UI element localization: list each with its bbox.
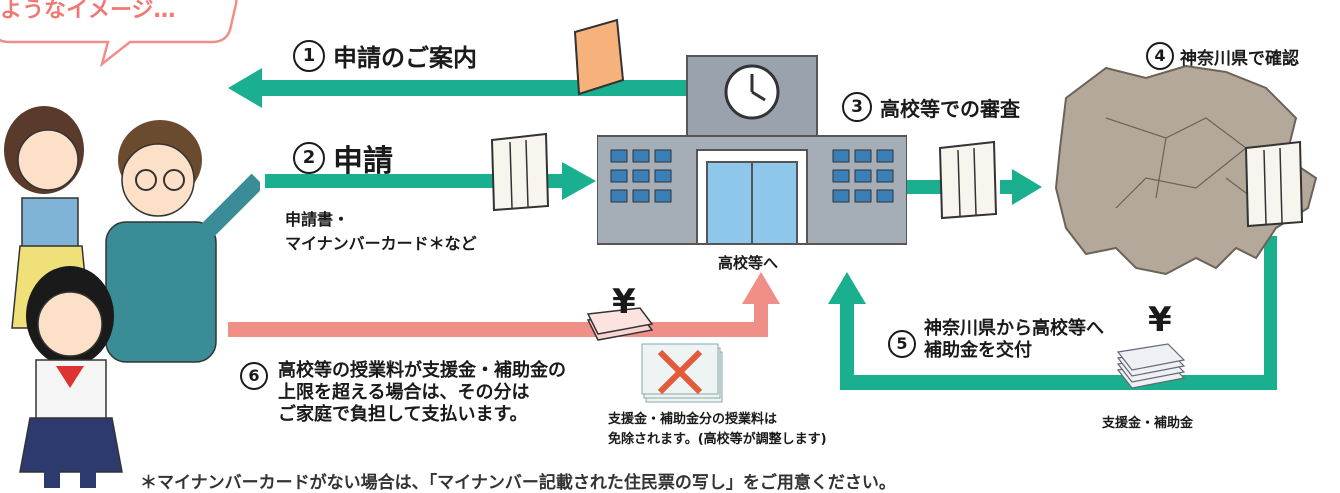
exemption-line1: 支援金・補助金分の授業料は [608, 412, 778, 427]
envelope-icon [1244, 140, 1304, 228]
step5-line1: 神奈川県から高校等へ [924, 318, 1104, 339]
arrow-application [265, 162, 596, 200]
family-illustration [4, 106, 260, 488]
speech-bubble [0, 0, 238, 68]
yen-bills-icon [586, 307, 654, 341]
documents-line2: マイナンバーカード＊など [285, 234, 477, 253]
step3-label: 3 高校等での審査 [842, 92, 1020, 122]
step2-label: 2 申請 [293, 136, 393, 180]
envelope-icon [938, 140, 998, 220]
exempt-bills-icon [641, 343, 723, 403]
exemption-line2: 免除されます。(高校等が調整します) [608, 432, 827, 447]
step6-line2: 上限を超える場合は、その分は [278, 382, 530, 403]
bubble-text: ようなイメージ… [0, 0, 176, 23]
step6-label: 6 高校等の授業料が支援金・補助金の 上限を超える場合は、その分は ご家庭で負担… [240, 360, 566, 426]
folder-icon [573, 18, 625, 96]
step1-label: 1 申請のご案内 [293, 38, 477, 73]
step6-line1: 高校等の授業料が支援金・補助金の [278, 360, 566, 381]
school-building-icon [597, 55, 907, 245]
arrow-payment [228, 272, 780, 337]
arrow-review [906, 169, 1042, 205]
subsidy-bills-icon [1116, 343, 1186, 389]
yen-symbol-1: ¥ [612, 282, 636, 322]
documents-line1: 申請書・ [285, 210, 350, 229]
step1-text: 申請のご案内 [333, 44, 477, 72]
exemption-label: 支援金・補助金分の授業料は 免除されます。(高校等が調整します) [608, 410, 827, 450]
step6-line3: ご家庭で負担して支払います。 [278, 404, 528, 425]
school-label: 高校等へ [718, 254, 779, 272]
yen-symbol-2: ¥ [1148, 300, 1172, 340]
step3-text: 高校等での審査 [880, 96, 1020, 121]
step4-text: 神奈川県で確認 [1180, 48, 1299, 69]
subsidy-label: 支援金・補助金 [1102, 416, 1194, 431]
footnote: ＊マイナンバーカードがない場合は、「マイナンバー記載された住民票の写し」をご用意… [140, 473, 896, 493]
step4-label: 4 神奈川県で確認 [1146, 42, 1299, 70]
step5-line2: 補助金を交付 [924, 340, 1032, 361]
documents-label: 申請書・ マイナンバーカード＊など [285, 208, 477, 256]
step2-text: 申請 [333, 144, 393, 179]
step5-label: 5 神奈川県から高校等へ 補助金を交付 [872, 318, 1104, 362]
envelope-icon [490, 132, 550, 212]
